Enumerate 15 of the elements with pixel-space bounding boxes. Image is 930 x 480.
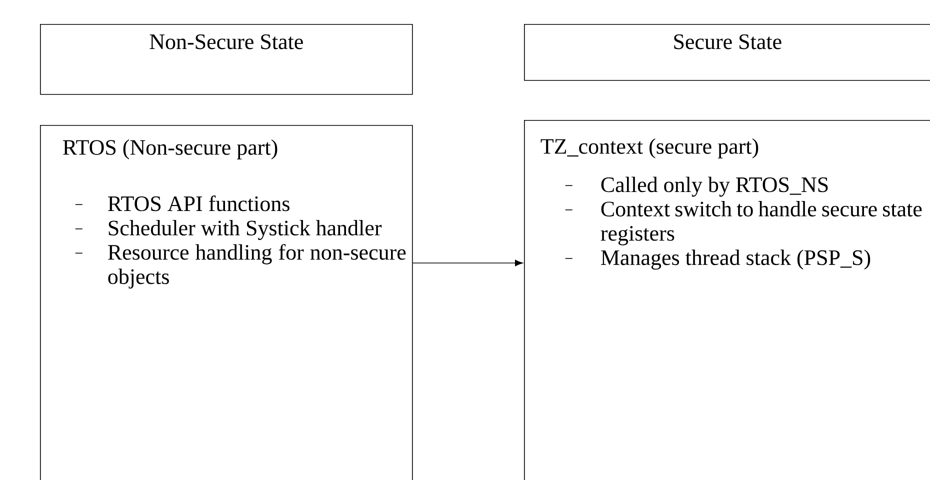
state-box bbox=[524, 24, 930, 81]
box-heading: Non-Secure State bbox=[150, 34, 303, 50]
list-item: Context switch to handle secure state registers bbox=[600, 201, 922, 246]
list-item: Called only by RTOS_NS bbox=[601, 176, 828, 197]
list-item: Resource handling for non-secure objects bbox=[108, 244, 406, 289]
list-item: Manages thread stack (PSP_S) bbox=[601, 250, 870, 270]
state-box bbox=[40, 24, 413, 95]
box-heading: TZ_context (secure part) bbox=[540, 138, 758, 158]
component-box bbox=[524, 120, 930, 480]
component-box bbox=[40, 125, 413, 480]
box-heading: RTOS (Non-secure part) bbox=[63, 139, 278, 160]
box-heading: Secure State bbox=[674, 34, 782, 50]
list-item: RTOS API functions bbox=[108, 195, 290, 212]
arrow bbox=[412, 260, 523, 266]
list-item: Scheduler with Systick handler bbox=[108, 220, 382, 240]
